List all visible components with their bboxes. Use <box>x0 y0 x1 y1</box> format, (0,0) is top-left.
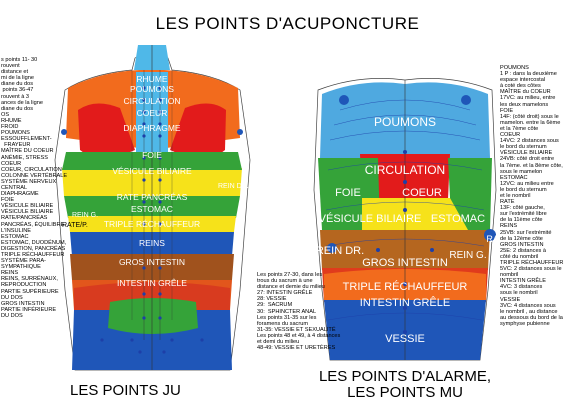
zone-red-back <box>78 103 135 165</box>
caption-points-mu: LES POINTS D'ALARME, LES POINTS MU <box>310 369 500 401</box>
label-diaphragme-back: DIAPHRAGME <box>123 123 180 133</box>
zone-green-back-3 <box>108 298 198 334</box>
label-coeur-back: COEUR <box>137 108 168 118</box>
label-circulation-back: CIRCULATION <box>124 96 181 106</box>
back-body-diagram: RHUME POUMONS CIRCULATION COEUR DIAPHRAG… <box>54 45 251 371</box>
label-rein-dr-front: REIN DR. <box>316 245 364 257</box>
zone-red-back-right <box>170 103 226 165</box>
left-legend-text: s points 11- 30 rouvent distance et mi d… <box>1 57 68 319</box>
front-points <box>327 95 496 334</box>
label-rate-front: RATE <box>486 234 509 244</box>
sacrum-notes-text: Les points 27-30, dans les trous du sacr… <box>257 272 341 352</box>
label-intestin-grele-back: INTESTIN GRÊLE <box>117 278 187 288</box>
label-rein-g-back: REIN G. <box>72 212 98 219</box>
label-rein-g-front: REIN G. <box>449 250 486 261</box>
label-estomac-back: ESTOMAC <box>131 204 173 214</box>
label-coeur-front: COEUR <box>402 187 442 199</box>
label-poumons-front: POUMONS <box>374 115 436 129</box>
caption-points-ju: LES POINTS JU <box>70 382 181 399</box>
caption-mu-line2: LES POINTS MU <box>347 384 463 401</box>
label-foie-front: FOIE <box>335 187 361 199</box>
label-rein-dr-back: REIN DR. <box>218 183 249 190</box>
front-outline <box>313 78 497 361</box>
label-vesicule-front: VÉSICULE BILIAIRE <box>319 212 422 225</box>
label-reins-back: REINS <box>139 238 165 248</box>
label-gros-intestin-front: GROS INTESTIN <box>362 257 448 269</box>
label-gros-intestin-back: GROS INTESTIN <box>119 257 185 267</box>
label-rate-p-back: RATE/P. <box>62 222 88 229</box>
front-body-diagram: POUMONS CIRCULATION FOIE COEUR VÉSICULE … <box>313 78 510 361</box>
label-triple-back: TRIPLE RÉCHAUFFEUR <box>104 219 200 229</box>
caption-mu-line1: LES POINTS D'ALARME, <box>318 368 492 385</box>
label-estomac-front: ESTOMAC <box>431 213 485 225</box>
label-poumons-back: POUMONS <box>130 84 174 94</box>
back-points <box>61 86 243 354</box>
page-title: LES POINTS D'ACUPONCTURE <box>155 14 420 33</box>
label-foie-back: FOIE <box>142 150 162 160</box>
right-legend-text: POUMONS 1 P : dans la deuxième espace in… <box>500 65 564 327</box>
label-intestin-grele-front: INTESTIN GRÊLE <box>360 296 450 309</box>
label-triple-front: TRIPLE RÉCHAUFFEUR <box>343 280 468 293</box>
label-circulation-front: CIRCULATION <box>365 163 445 177</box>
label-rate-pancreas: RATE PANCRÉAS <box>117 192 188 202</box>
zone-green-front-right <box>448 158 492 230</box>
label-vessie-front: VESSIE <box>385 333 425 345</box>
label-rhume: RHUME <box>136 74 167 84</box>
zone-yellow-front <box>362 198 470 230</box>
label-vesicule-back: VÉSICULE BILIAIRE <box>112 166 192 176</box>
